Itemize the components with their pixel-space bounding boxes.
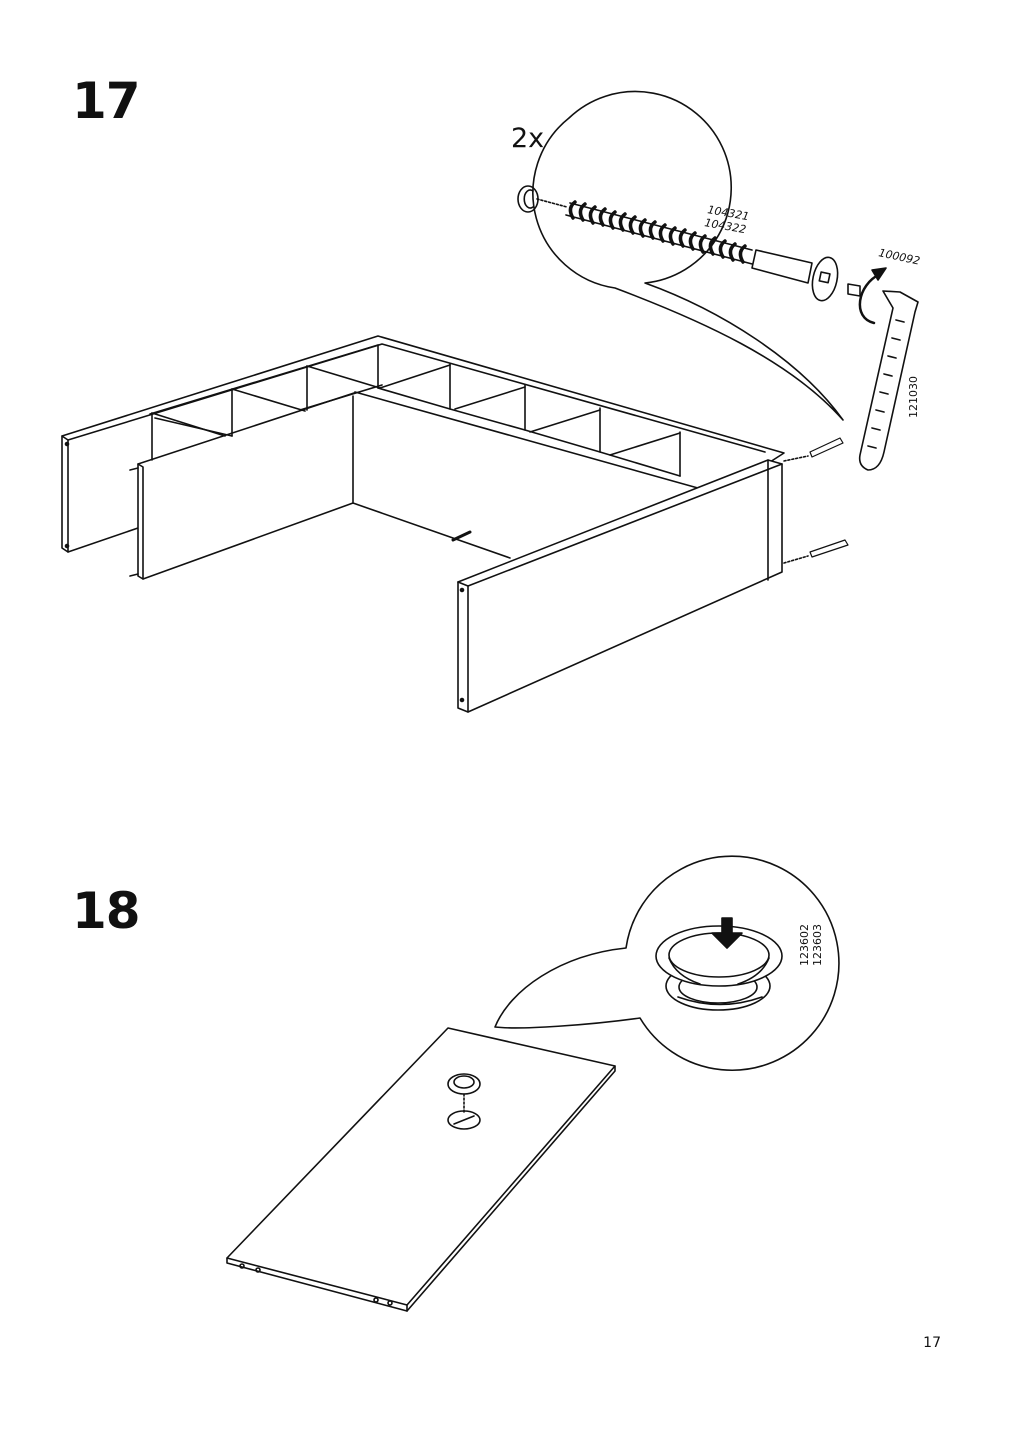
page-number: 17 xyxy=(923,1335,941,1351)
screw-icon xyxy=(565,200,839,302)
screw-part-codes: 104321 104322 xyxy=(703,203,750,236)
screw-detail-callout: 2x 104321 104322 xyxy=(511,90,844,421)
quantity-label: 2x xyxy=(511,123,544,154)
dowel-part-code: 100092 xyxy=(877,246,921,267)
step-number-17: 17 xyxy=(72,72,141,130)
panel-board xyxy=(226,1027,616,1312)
svg-text:123602: 123602 xyxy=(798,924,811,966)
step-number-18: 18 xyxy=(72,882,141,940)
grommet-detail-callout: 123602 123603 xyxy=(494,855,840,1072)
grommet-hole-icon xyxy=(447,1073,481,1130)
arrow-down-icon xyxy=(711,917,743,949)
side-screws xyxy=(783,437,849,564)
svg-text:123603: 123603 xyxy=(811,924,824,966)
shelving-frame xyxy=(61,335,785,713)
allen-key-icon: 100092 121030 xyxy=(847,246,921,471)
tool-part-code: 121030 xyxy=(907,376,920,418)
grommet-icon xyxy=(655,925,783,1011)
grommet-part-codes: 123602 123603 xyxy=(798,924,824,966)
